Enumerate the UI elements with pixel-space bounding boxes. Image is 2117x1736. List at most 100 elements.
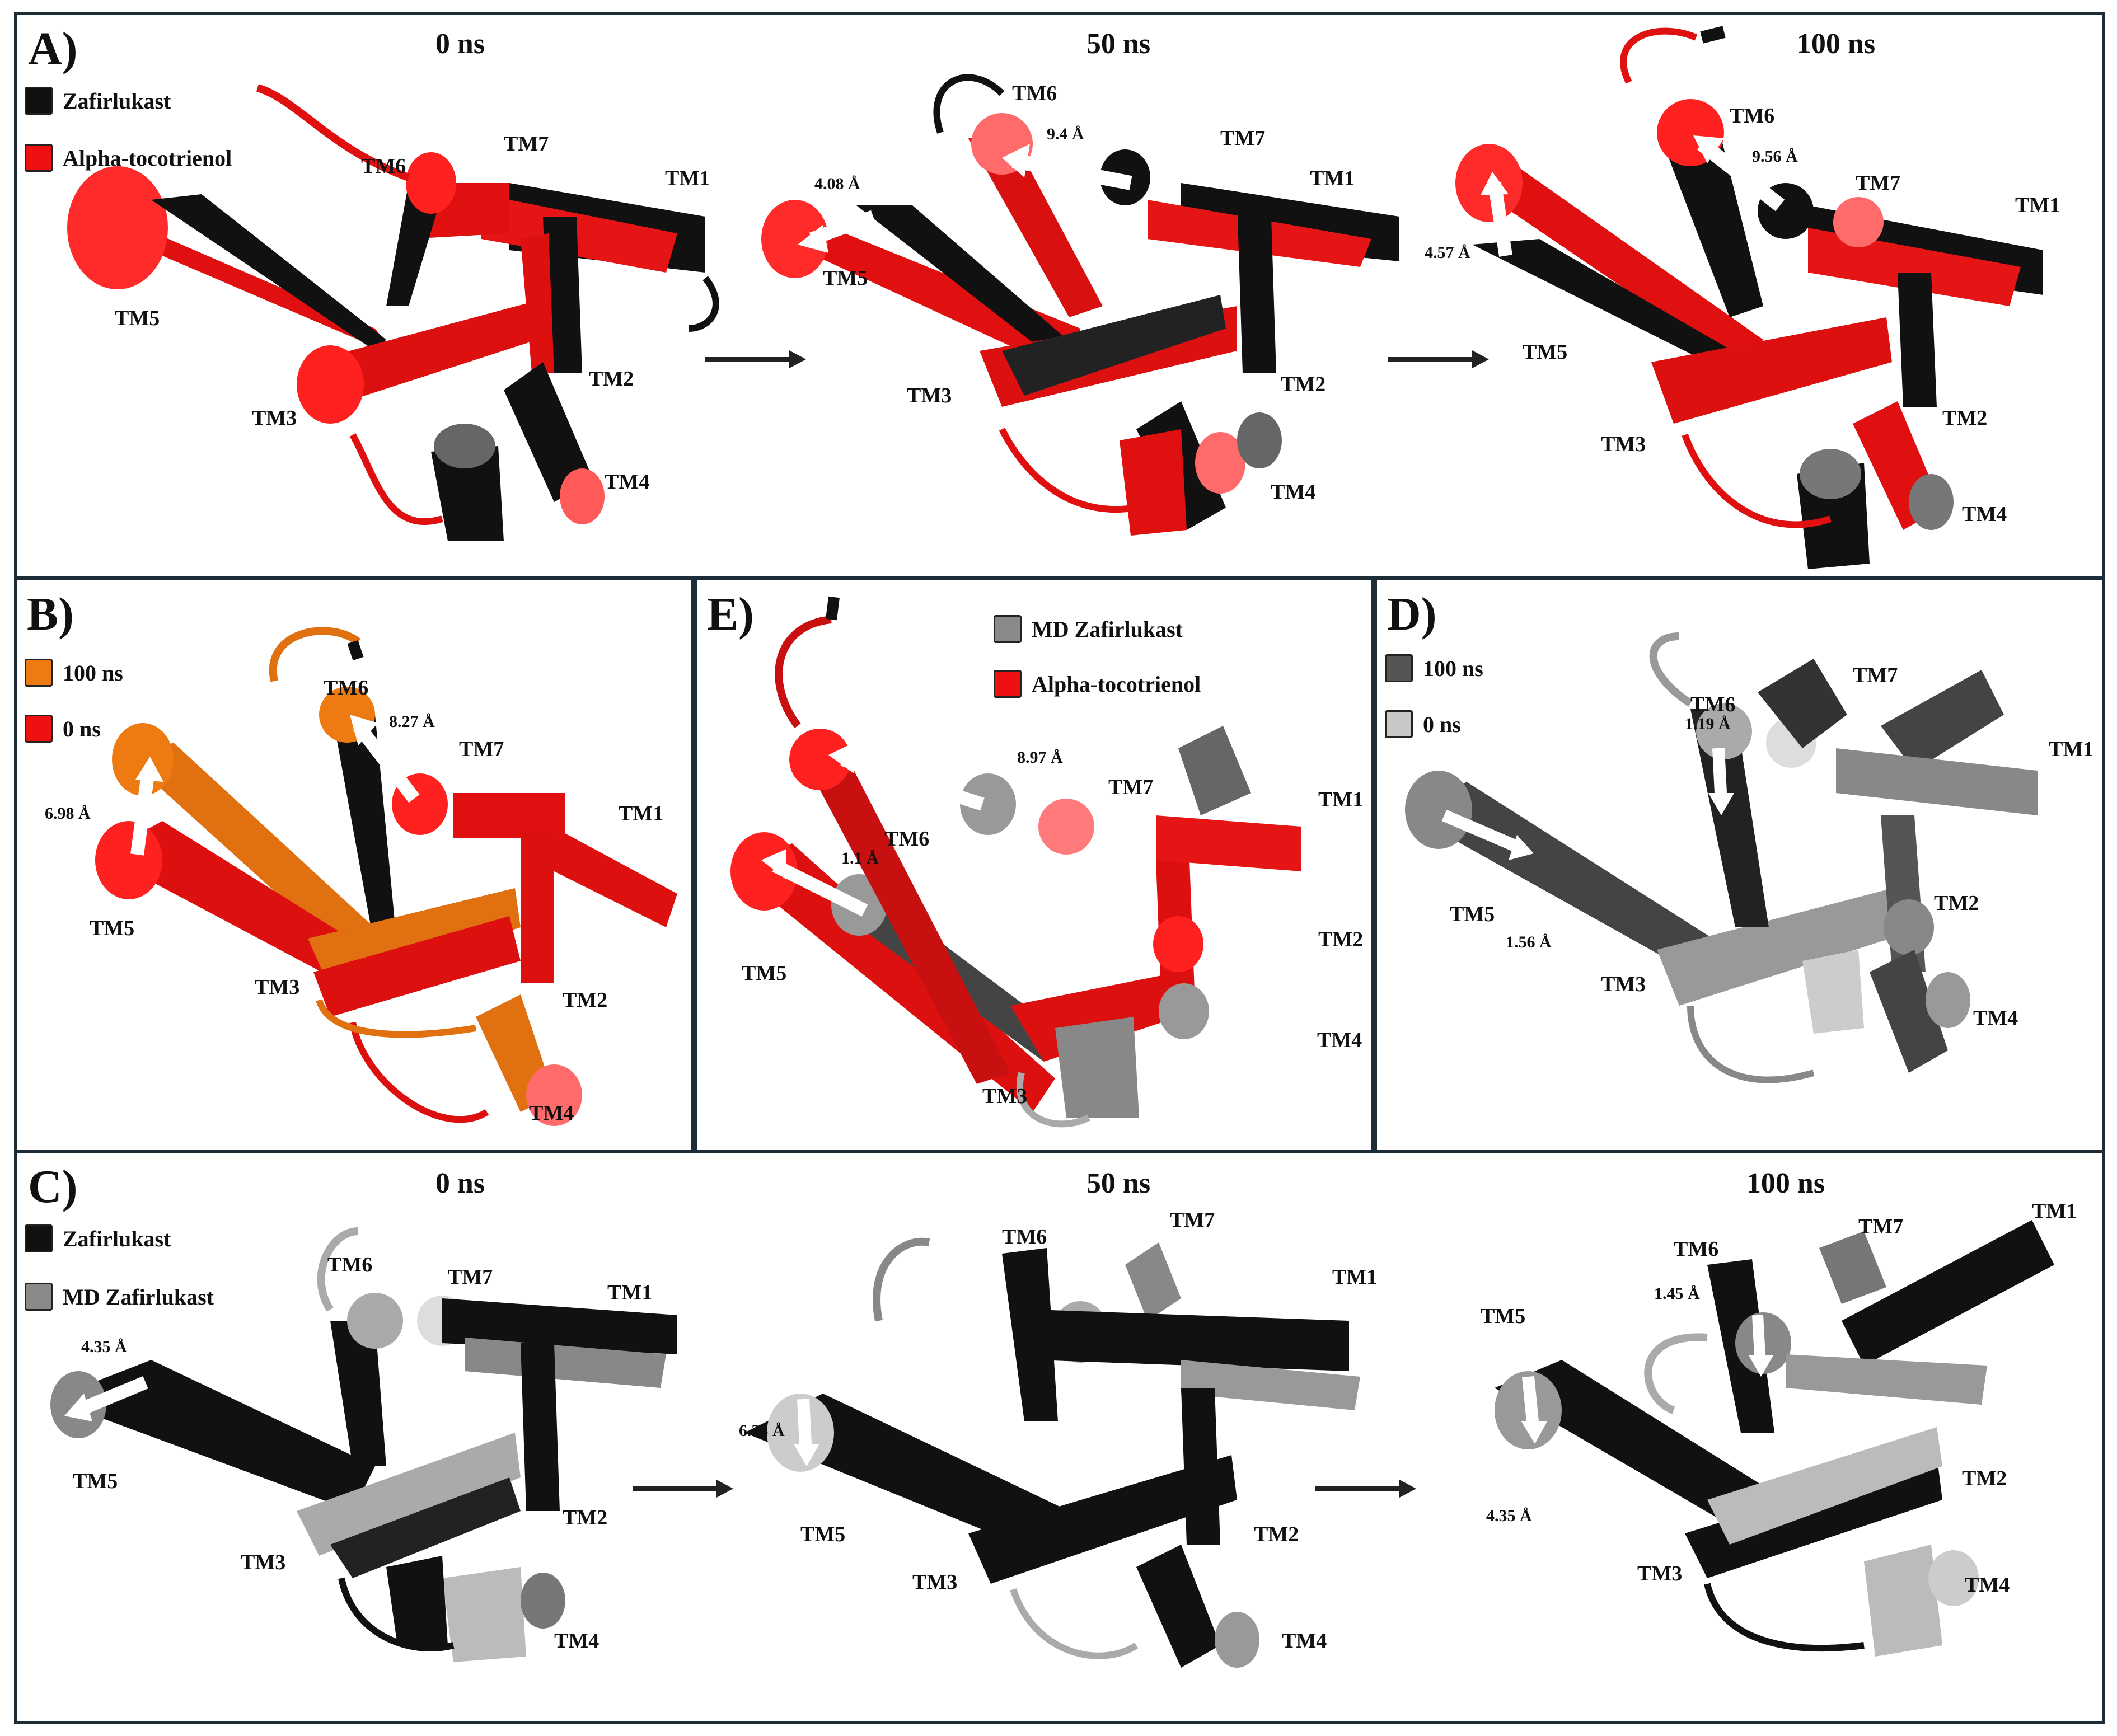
panel-c-title-2: 100 ns [1746, 1167, 1825, 1199]
a1-label-tm3: TM3 [907, 384, 952, 407]
legend-swatch [1385, 710, 1413, 738]
panel-d: D) 100 ns 0 ns TM6 1.19 Å TM7 TM1 TM5 1.… [1374, 578, 2105, 1154]
panel-b-structure [95, 627, 677, 1126]
c0-label-tm4: TM4 [554, 1629, 599, 1653]
helix-end [1928, 1550, 1979, 1606]
loop-grey [873, 1237, 930, 1322]
helix-tm3-light [1707, 1427, 1942, 1545]
helix-tm3-red [1651, 317, 1892, 424]
helix-tm3-red [308, 301, 537, 407]
helix-end [406, 152, 456, 214]
c0-label-tm5: TM5 [73, 1470, 118, 1493]
arrowhead [1749, 1355, 1773, 1377]
legend-swatch [25, 715, 53, 743]
d-label-tm2: TM2 [1934, 892, 1979, 915]
a2-label-tm2: TM2 [1942, 406, 1988, 430]
helix-end [1405, 771, 1472, 849]
legend-swatch [25, 1283, 53, 1311]
c2-label-tm5: TM5 [1481, 1305, 1526, 1328]
panel-e-label: E) [707, 588, 754, 640]
panel-a-scene-1-structure [761, 74, 1399, 536]
a0-label-tm3: TM3 [252, 406, 297, 430]
legend-text: Zafirlukast [63, 88, 171, 114]
a2-label-tm3: TM3 [1601, 433, 1646, 456]
panel-c: C) 0 ns 50 ns 100 ns Zafirlukast MD Zafi… [14, 1150, 2105, 1724]
panel-a-scene-1-arrows [798, 144, 1132, 253]
c0-label-tm6: TM6 [327, 1253, 373, 1277]
a2-label-tm4: TM4 [1962, 503, 2007, 526]
helix-end [761, 200, 828, 278]
b-label-tm7: TM7 [459, 738, 504, 761]
distance-arrow-tm5 [130, 770, 155, 856]
arrowhead [1509, 835, 1534, 860]
arrowhead [135, 757, 163, 782]
panel-d-legend-0ns: 0 ns [1385, 710, 1461, 738]
a0-label-tm7: TM7 [504, 132, 549, 156]
helix-tm1-red [1156, 815, 1301, 871]
panel-a-title-2: 100 ns [1796, 28, 1876, 60]
helix-tm1-red [532, 815, 677, 927]
helix-tm2-red [521, 233, 554, 373]
distance-arrow-tm5 [772, 860, 868, 917]
a0-label-tm4: TM4 [605, 470, 650, 494]
loop-black [347, 640, 364, 661]
helix-tm4b-light [1802, 950, 1864, 1034]
panel-a-title-0: 0 ns [435, 28, 485, 60]
panel-e: E) MD Zafirlukast Alpha-tocotrienol 8.97… [694, 578, 1374, 1154]
legend-text: 0 ns [63, 716, 101, 742]
loop-orange [269, 627, 361, 682]
a0-label-tm2: TM2 [589, 367, 634, 391]
legend-text: MD Zafirlukast [1032, 616, 1183, 642]
helix-tm2-black [1237, 200, 1276, 373]
c2-distance-tm5: 4.35 Å [1486, 1507, 1532, 1525]
c0-label-tm3: TM3 [241, 1551, 286, 1574]
c1-label-tm4: TM4 [1282, 1629, 1327, 1653]
legend-text: Zafirlukast [63, 1226, 171, 1251]
e-distance-tm5: 1.1 Å [841, 849, 879, 867]
a1-distance-tm5: 4.08 Å [814, 175, 860, 193]
distance-arrow-tm6 [1011, 153, 1132, 190]
panel-a-label: A) [28, 23, 78, 75]
panel-b-legend-0ns: 0 ns [25, 715, 101, 743]
a2-distance-tm5: 4.57 Å [1425, 243, 1470, 262]
a2-label-tm7: TM7 [1856, 171, 1901, 195]
panel-b: B) 100 ns 0 ns TM6 8.27 Å TM7 TM1 6.98 Å [14, 578, 694, 1154]
c0-label-tm1: TM1 [607, 1281, 653, 1305]
helix-tm1-red [481, 194, 677, 273]
d-distance-tm5: 1.56 Å [1506, 933, 1552, 951]
helix-end [1884, 899, 1934, 955]
panel-e-structure [730, 596, 1301, 1128]
panel-c-scene-0-structure [50, 1227, 677, 1662]
panel-c-progress-arrow-2 [1315, 1480, 1416, 1498]
arrowhead [828, 743, 854, 773]
c2-label-tm3: TM3 [1637, 1562, 1683, 1585]
b-label-tm1: TM1 [619, 802, 664, 825]
helix-tm4b-black [386, 1556, 448, 1645]
helix-tm1-dark [1881, 670, 2004, 771]
panel-a-scene-2-arrows [1481, 135, 1785, 257]
c1-label-tm5: TM5 [800, 1523, 846, 1546]
panel-a-scene-0-structure [67, 84, 719, 541]
c1-label-tm6: TM6 [1002, 1225, 1047, 1249]
panel-c-scene-1-structure [744, 1237, 1360, 1668]
helix-tm7-grey [1819, 1231, 1886, 1304]
loop-black [1700, 26, 1726, 44]
d-label-tm4: TM4 [1973, 1006, 2018, 1030]
helix-tm1-red [1808, 228, 2021, 306]
e-label-tm5: TM5 [742, 961, 787, 985]
helix-tm2-red [521, 832, 554, 983]
helix-end [1909, 474, 1954, 530]
helix-tm1-light [1836, 748, 2038, 815]
helix-tm2-black [1181, 1388, 1220, 1545]
arrowhead [1708, 793, 1734, 815]
a0-label-tm5: TM5 [115, 307, 160, 330]
a1-label-tm6: TM6 [1012, 82, 1057, 105]
loop-red [1620, 27, 1698, 84]
loop-grey [1016, 1072, 1090, 1128]
a0-label-tm1: TM1 [665, 167, 710, 190]
c2-label-tm2: TM2 [1962, 1467, 2007, 1490]
legend-text: 100 ns [1423, 655, 1483, 681]
helix-tm1-black [1842, 1220, 2054, 1366]
b-distance-tm6: 8.27 Å [389, 712, 435, 731]
b-label-tm4: TM4 [529, 1101, 574, 1125]
